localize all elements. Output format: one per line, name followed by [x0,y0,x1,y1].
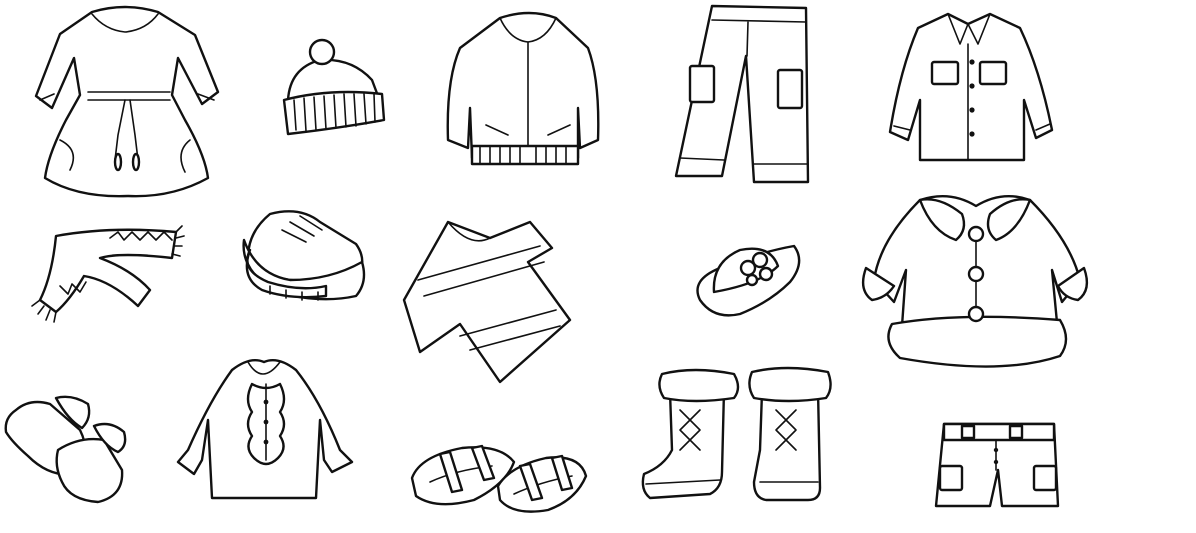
fur-coat-icon [861,194,1089,368]
shorts-icon [934,422,1060,508]
dress-icon [34,5,220,198]
knit-hat-icon [282,38,386,136]
hooded-jacket-icon [446,11,600,166]
sandals-icon [410,444,588,513]
sneakers-icon [242,210,366,301]
striped-tshirt-icon [402,220,572,384]
mittens-icon [4,395,127,504]
scarf-icon [31,225,185,323]
button-shirt-icon [888,12,1054,162]
trousers-icon [674,4,810,184]
frilled-blouse-icon [176,359,354,500]
sun-hat-icon [696,244,801,317]
winter-boots-icon [641,366,832,502]
